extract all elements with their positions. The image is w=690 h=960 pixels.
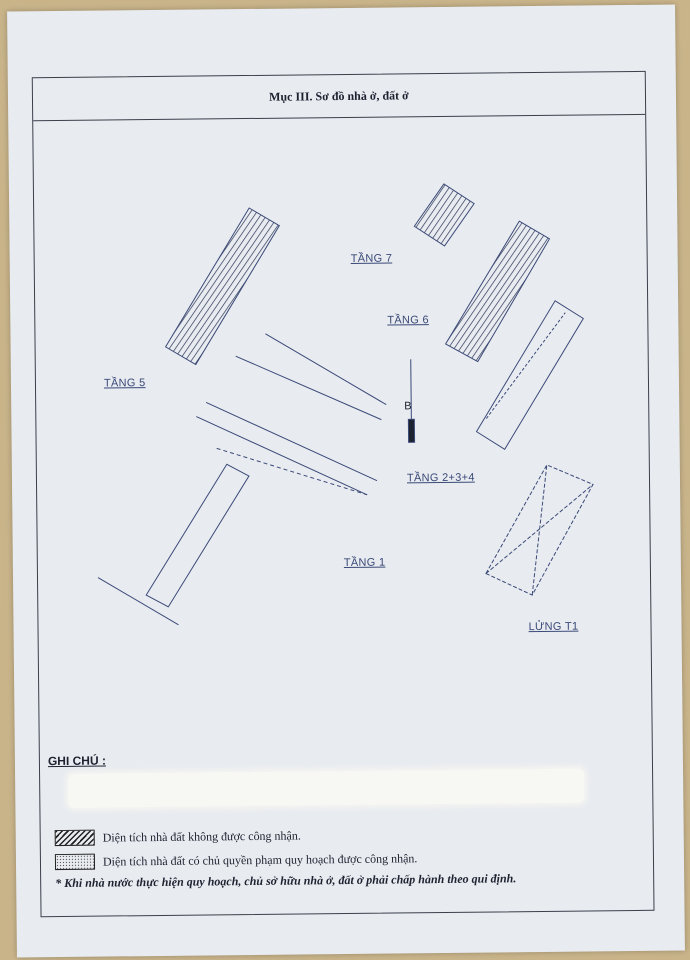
site-plan-diagram: B xyxy=(97,183,594,626)
legend-text-planning: Diện tích nhà đất có chủ quyền phạm quy … xyxy=(102,850,418,869)
label-tang1: TẦNG 1 xyxy=(343,556,386,570)
north-arrow-icon xyxy=(407,359,416,443)
label-tang5: TẦNG 5 xyxy=(103,377,146,390)
legend-text-unrecognized: Diện tích nhà đất không được công nhận. xyxy=(102,827,301,845)
floor7-hatched-area xyxy=(413,183,475,247)
dot-swatch xyxy=(54,853,96,871)
floor1-lot-outline xyxy=(97,333,387,626)
floor234-outline xyxy=(475,300,584,451)
north-label: B xyxy=(404,400,411,412)
label-tang7: TẦNG 7 xyxy=(350,252,393,265)
planning-footnote: * Khi nhà nước thực hiện quy hoạch, chủ … xyxy=(55,871,517,891)
legend-planning-violation: Diện tích nhà đất có chủ quyền phạm quy … xyxy=(54,850,418,871)
floor5-hatched-area xyxy=(164,207,281,366)
notes-title: GHI CHÚ : xyxy=(47,753,106,769)
redacted-area xyxy=(68,768,585,808)
certificate-page: Mục III. Sơ đồ nhà ở, đất ở xyxy=(7,4,685,958)
section-frame: Mục III. Sơ đồ nhà ở, đất ở xyxy=(31,70,655,918)
legend-unrecognized: Diện tích nhà đất không được công nhận. xyxy=(54,827,301,847)
mezzanine-outline xyxy=(485,464,594,596)
hatch-swatch xyxy=(54,829,95,847)
floor6-hatched-area xyxy=(444,220,551,363)
label-tang234: TẦNG 2+3+4 xyxy=(406,471,475,485)
label-tang6: TẦNG 6 xyxy=(387,314,429,327)
label-lung-t1: LỬNG T1 xyxy=(528,620,579,634)
